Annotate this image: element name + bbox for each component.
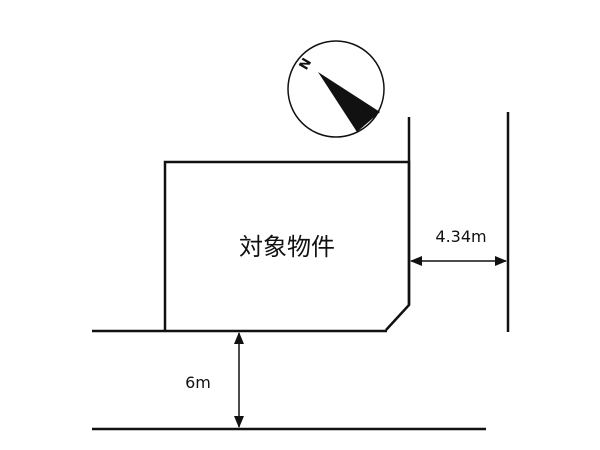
north-arrow-icon bbox=[318, 72, 380, 132]
north-compass: N bbox=[287, 40, 385, 138]
property-label: 対象物件 bbox=[239, 233, 335, 261]
compass-circle bbox=[287, 40, 385, 138]
side-road-width-label: 4.34m bbox=[435, 227, 486, 246]
front-road-width-label: 6m bbox=[185, 373, 211, 392]
